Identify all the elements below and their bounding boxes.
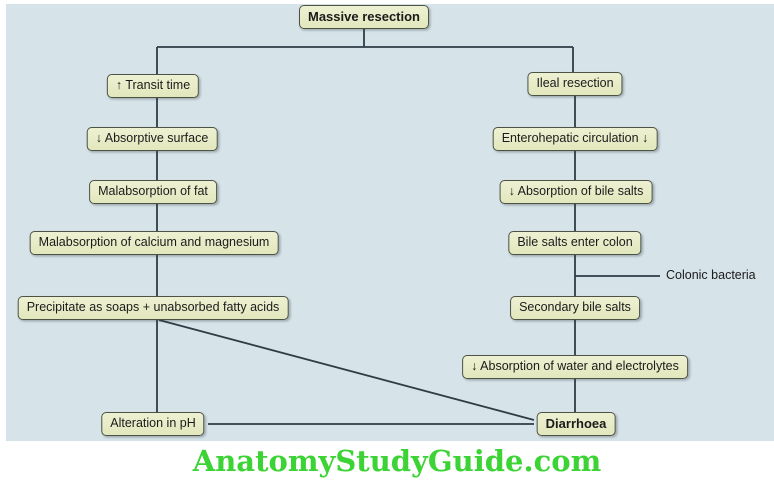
- node-absorptive-surface: ↓ Absorptive surface: [86, 127, 218, 151]
- node-absorption-water-electrolytes: ↓ Absorption of water and electrolytes: [462, 355, 688, 379]
- node-malabsorption-fat: Malabsorption of fat: [89, 180, 217, 204]
- node-enterohepatic-circulation: Enterohepatic circulation ↓: [492, 127, 658, 151]
- node-diarrhoea: Diarrhoea: [536, 412, 616, 437]
- watermark-text: AnatomyStudyGuide.com: [192, 444, 602, 478]
- node-precipitate-soaps: Precipitate as soaps + unabsorbed fatty …: [17, 296, 289, 320]
- node-malabsorption-calcium-magnesium: Malabsorption of calcium and magnesium: [29, 231, 279, 255]
- node-secondary-bile-salts: Secondary bile salts: [510, 296, 640, 320]
- node-bile-salts-enter-colon: Bile salts enter colon: [508, 231, 642, 255]
- label-colonic-bacteria: Colonic bacteria: [666, 268, 756, 282]
- node-transit-time: ↑ Transit time: [106, 74, 200, 98]
- node-ileal-resection: Ileal resection: [527, 72, 623, 96]
- node-massive-resection: Massive resection: [298, 5, 430, 30]
- node-alteration-ph: Alteration in pH: [101, 412, 205, 436]
- node-absorption-bile-salts: ↓ Absorption of bile salts: [499, 180, 653, 204]
